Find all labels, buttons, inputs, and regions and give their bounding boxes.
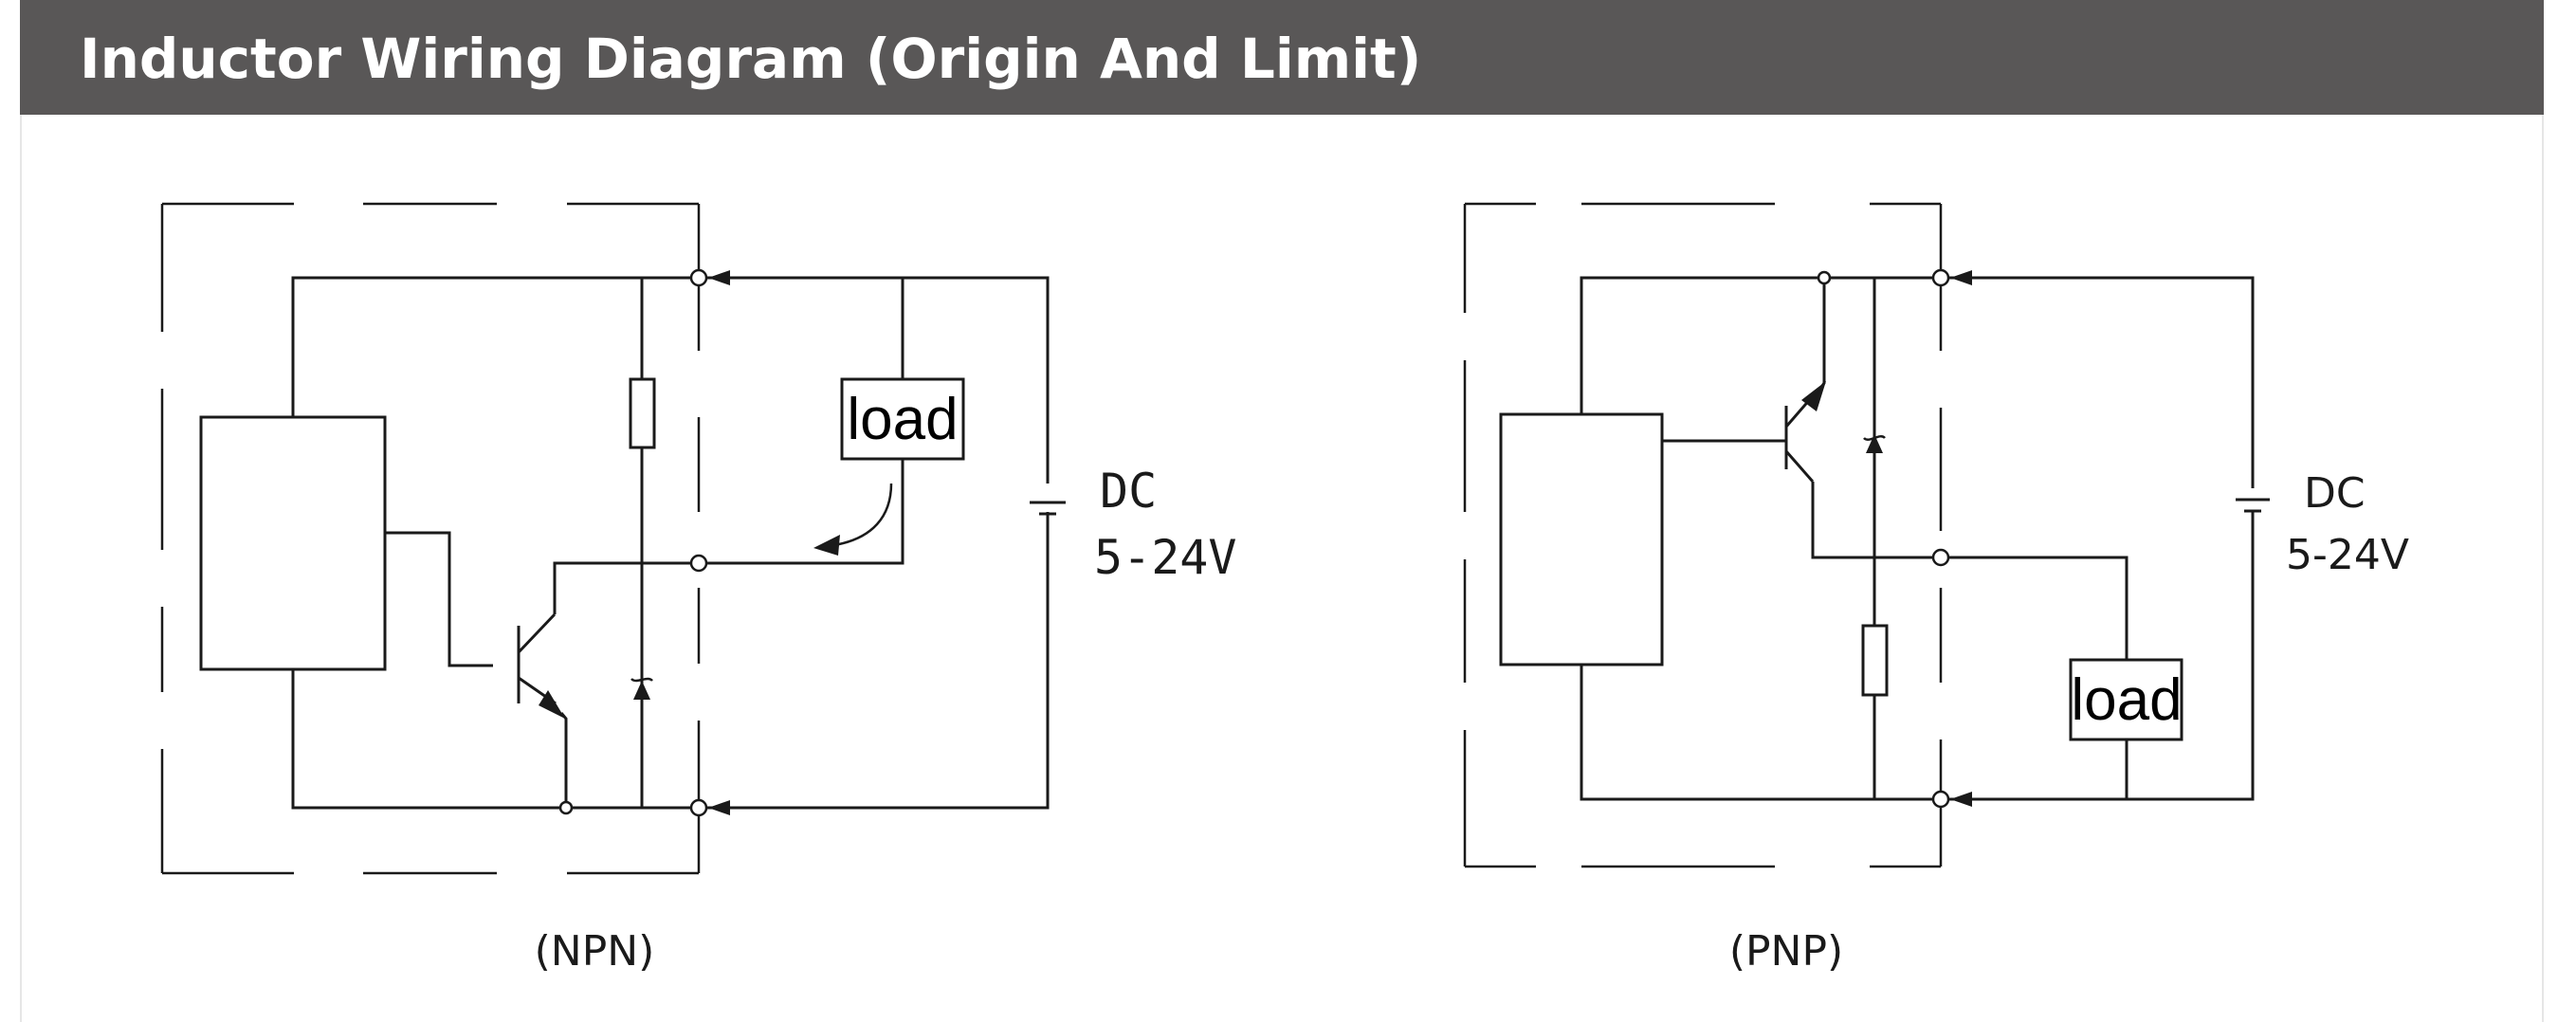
pnp-terminal-top (1931, 268, 1950, 287)
npn-load-label: load (847, 387, 958, 452)
page-title: Inductor Wiring Diagram (Origin And Limi… (80, 27, 1422, 91)
pnp-load-label: load (2071, 667, 2182, 733)
pnp-voltage-label: 5-24V (2286, 531, 2409, 579)
npn-sensor-enclosure (160, 202, 701, 875)
npn-diagram: load DC 5-24V (NPN) (160, 202, 1237, 976)
pnp-supply-label: DC (2304, 469, 2366, 518)
npn-caption: (NPN) (535, 927, 655, 976)
pnp-zener-diode (1863, 434, 1886, 453)
pnp-diagram: load DC 5-24V (PNP) (1463, 202, 2409, 976)
npn-transistor (517, 561, 692, 815)
pnp-resistor (1861, 624, 1889, 697)
npn-zener-diode (630, 677, 653, 700)
frame-border-left (20, 115, 22, 1022)
pnp-terminal-bottom (1931, 790, 1950, 809)
npn-terminal-bottom (689, 798, 708, 817)
pnp-transistor (1662, 270, 1934, 559)
pnp-caption: (PNP) (1729, 927, 1843, 976)
npn-supply-label: DC (1100, 464, 1157, 519)
npn-load-box (840, 377, 965, 461)
npn-terminal-output (689, 554, 708, 573)
npn-voltage-label: 5-24V (1094, 530, 1237, 585)
header-bar (20, 0, 2544, 115)
pnp-terminal-output (1931, 548, 1950, 567)
npn-sensor-block (199, 415, 387, 671)
npn-resistor (629, 377, 656, 449)
npn-terminal-top (689, 268, 708, 287)
pnp-sensor-block (1499, 412, 1664, 666)
pnp-load-box (2069, 658, 2183, 741)
pnp-battery-symbol (2236, 498, 2270, 513)
pnp-sensor-enclosure (1463, 202, 1943, 868)
frame-border-right (2542, 115, 2544, 1022)
npn-battery-symbol (1030, 501, 1066, 516)
